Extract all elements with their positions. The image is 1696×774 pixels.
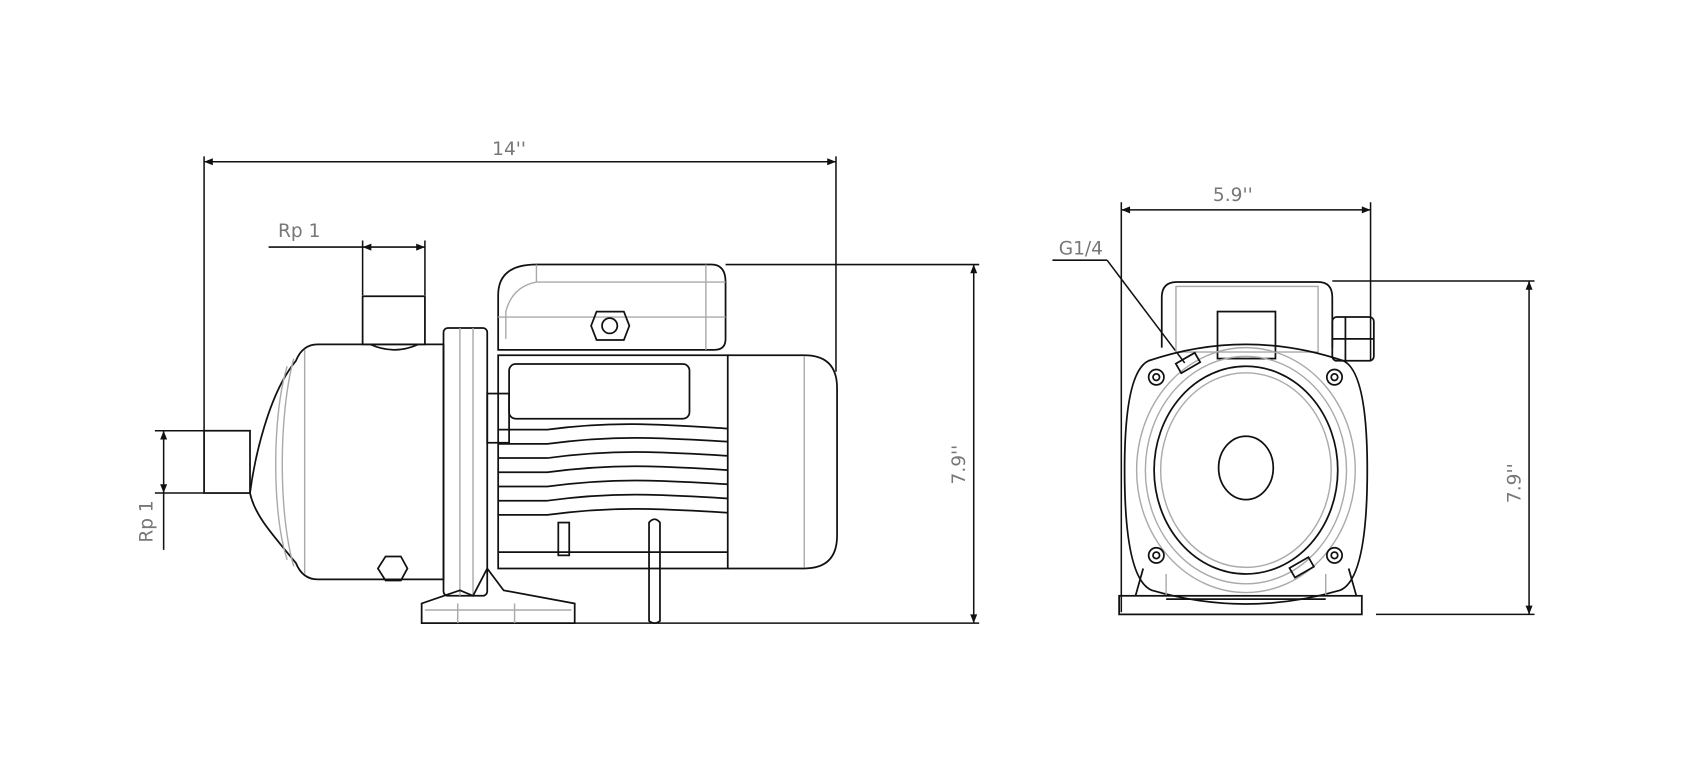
inlet-size-label: Rp 1 (137, 500, 158, 542)
side-height-dimension: 7.9'' (574, 263, 980, 624)
front-height-dimension: 7.9'' (1332, 280, 1535, 616)
front-view: 5.9'' G1/4 (1052, 185, 1535, 616)
cable-gland-icon (590, 310, 631, 341)
motor (486, 354, 838, 625)
side-view: 14'' Rp 1 Rp 1 (137, 139, 980, 625)
outlet-dimension: Rp 1 (268, 221, 426, 296)
inlet-dimension: Rp 1 (137, 429, 205, 550)
drain-port-label: G1/4 (1059, 239, 1103, 260)
drain-port-callout: G1/4 (1052, 239, 1186, 364)
cooling-fins (498, 423, 728, 516)
length-label: 14'' (492, 139, 526, 160)
outlet-size-label: Rp 1 (278, 221, 320, 242)
length-dimension: 14'' (203, 139, 837, 432)
pump-casing (203, 295, 576, 625)
terminal-box (497, 263, 727, 351)
width-label: 5.9'' (1213, 185, 1253, 206)
bolt-holes (1147, 368, 1344, 564)
width-dimension: 5.9'' (1120, 185, 1372, 613)
front-height-label: 7.9'' (1504, 463, 1525, 503)
side-height-label: 7.9'' (949, 445, 970, 485)
